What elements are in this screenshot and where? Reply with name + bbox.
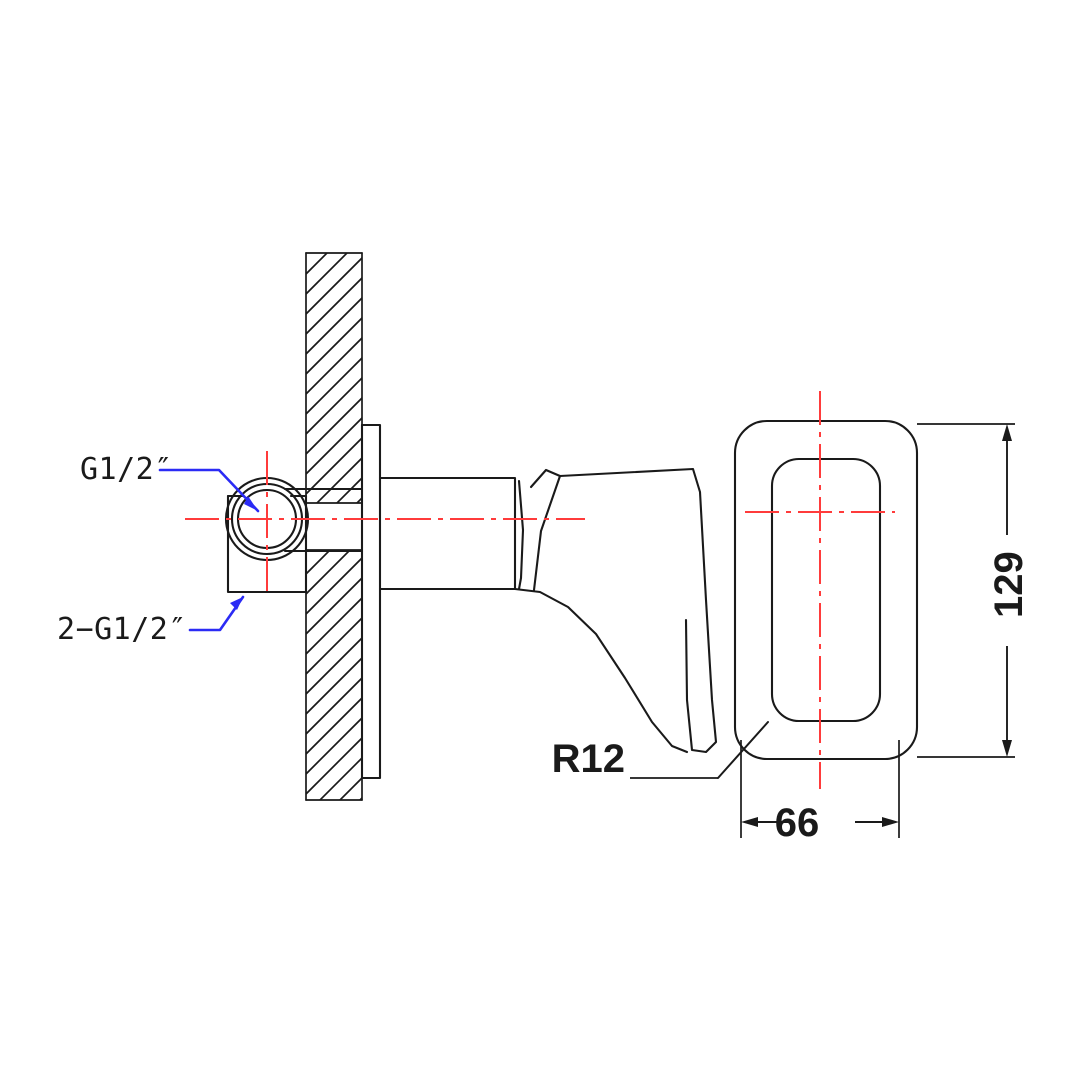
wall-hatch-lower: [306, 550, 362, 800]
front-elevation-view: 129 66 R12: [552, 391, 1031, 845]
inlet-port-block: [226, 487, 308, 594]
annotation-inlet-top[interactable]: G1/2″: [80, 452, 260, 513]
annotation-corner-radius-label: R12: [552, 737, 625, 781]
dimension-height-129[interactable]: 129: [917, 423, 1031, 758]
annotation-inlet-top-label: G1/2″: [80, 452, 173, 487]
front-view-centerlines: [745, 391, 895, 789]
wall-hatch-upper: [306, 253, 362, 503]
dimension-height-label: 129: [987, 551, 1031, 618]
annotation-corner-radius[interactable]: R12: [552, 721, 769, 781]
dimension-width-label: 66: [775, 801, 820, 845]
dimension-width-66[interactable]: 66: [740, 740, 900, 845]
annotation-inlet-bottom-label: 2−G1/2″: [57, 612, 187, 647]
escutcheon-plate: [360, 423, 382, 780]
annotation-inlet-bottom[interactable]: 2−G1/2″: [57, 595, 245, 647]
valve-body: [304, 476, 517, 591]
outer-faceplate: [733, 419, 919, 761]
lever-handle: [513, 467, 718, 754]
inner-recess-panel: [770, 457, 882, 723]
side-section-view: G1/2″ 2−G1/2″: [57, 252, 718, 801]
